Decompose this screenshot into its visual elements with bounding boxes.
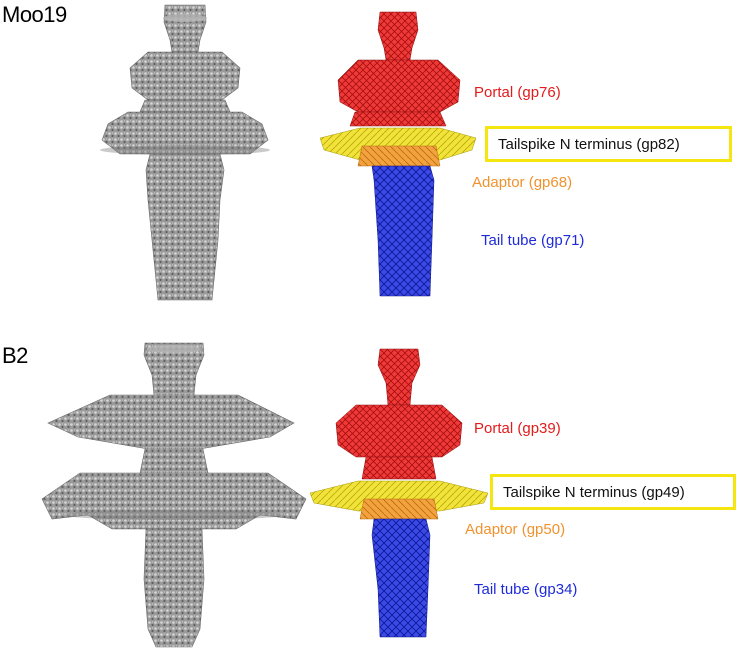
tailspike-label: Tailspike N terminus (gp82): [498, 135, 680, 153]
tail-tube-label: Tail tube (gp71): [481, 232, 584, 249]
density-map: [41, 342, 307, 648]
portal-label: Portal (gp76): [474, 84, 561, 101]
panel-moo19: Moo19: [0, 0, 740, 323]
tail-tube-prefix: Tail tube: [481, 232, 537, 249]
ribbon-model: [319, 11, 477, 297]
tailspike-label: Tailspike N terminus (gp49): [503, 483, 685, 501]
adaptor-label: Adaptor (gp68): [472, 174, 573, 191]
tail-tube-id: (gp71): [541, 232, 585, 249]
panel-label: B2: [2, 343, 28, 368]
panel-b2: B2: [0, 323, 740, 648]
adaptor-label: Adaptor (gp50): [465, 521, 566, 538]
panel-label: Moo19: [2, 2, 67, 27]
tail-tube-label: Tail tube (gp34): [474, 581, 577, 598]
tail-tube-prefix: Tail tube: [474, 581, 530, 598]
tailspike-label-box: Tailspike N terminus (gp49): [490, 474, 736, 510]
ribbon-model: [309, 348, 489, 638]
portal-label: Portal (gp39): [474, 420, 561, 437]
tailspike-label-box: Tailspike N terminus (gp82): [485, 126, 732, 162]
tail-tube-id: (gp34): [534, 581, 578, 598]
density-map: [100, 4, 270, 301]
